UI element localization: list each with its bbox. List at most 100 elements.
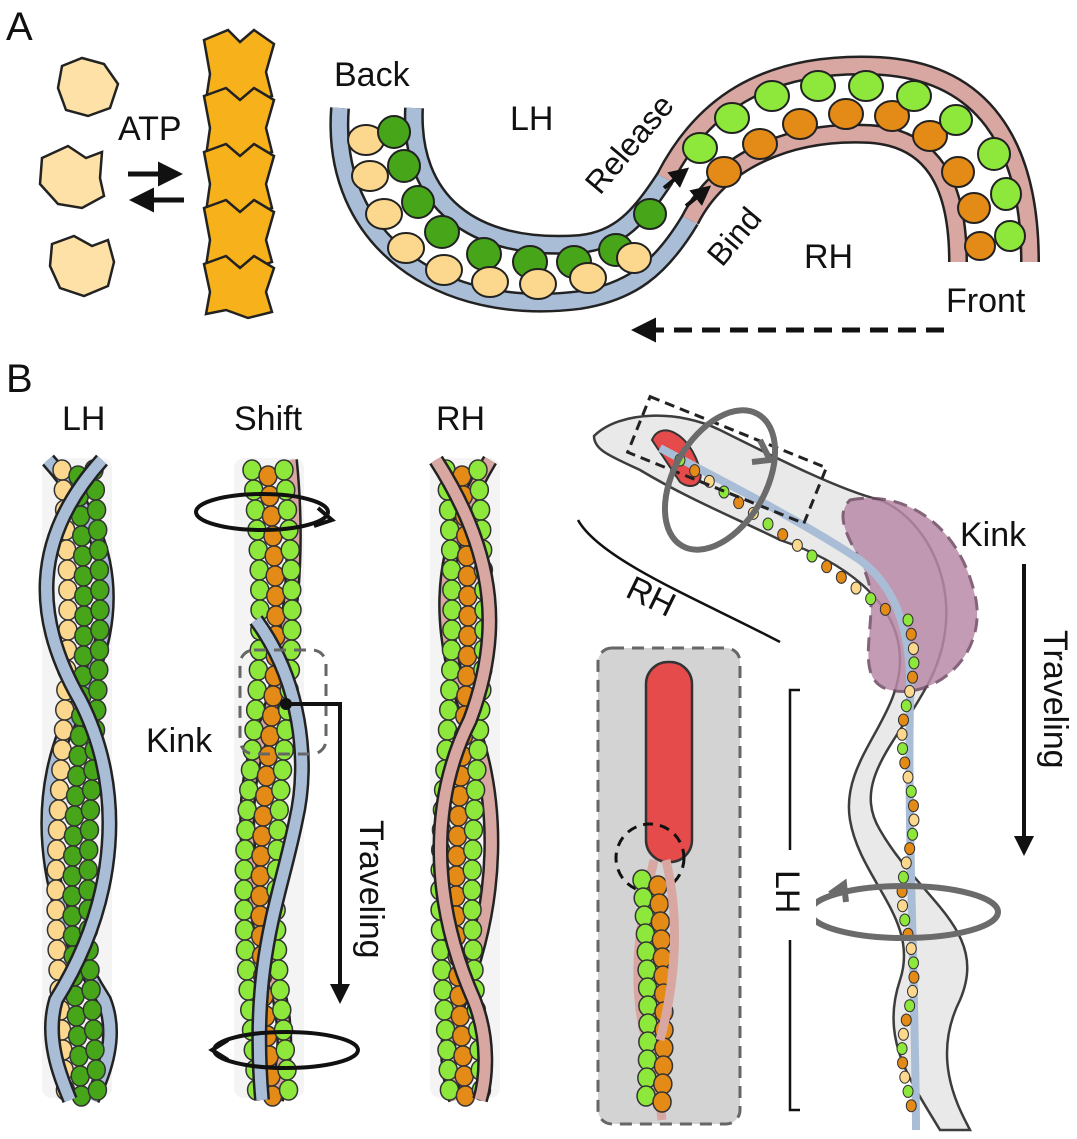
subunit-bead — [91, 580, 109, 600]
subunit-bead — [464, 840, 482, 860]
core-bead — [906, 628, 916, 640]
core-bead — [906, 1100, 916, 1112]
subunit-bead — [87, 1060, 105, 1080]
core-bead — [908, 800, 918, 812]
core-bead — [898, 743, 908, 755]
core-bead — [908, 671, 918, 683]
free-monomers — [40, 58, 118, 296]
core-bead — [901, 1014, 911, 1026]
core-bead — [908, 643, 918, 655]
rh-label-a: RH — [804, 238, 853, 276]
shift-filament — [234, 458, 304, 1106]
subunit-bead — [280, 1080, 298, 1100]
subunit-bead — [81, 800, 99, 820]
subunit-bead — [90, 540, 108, 560]
subunit-bead — [654, 1074, 672, 1094]
subunit-bead — [89, 520, 107, 540]
core-bead — [690, 465, 700, 477]
core-bead — [906, 785, 916, 797]
subunit-bead — [283, 620, 301, 640]
core-bead — [908, 828, 918, 840]
col-rh-label: RH — [436, 400, 485, 438]
core-bead — [719, 486, 729, 498]
subunit-bead — [275, 460, 293, 480]
subunit-bead — [470, 480, 488, 500]
subunit-bead — [85, 1020, 103, 1040]
core-bead — [898, 1028, 908, 1040]
core-bead — [905, 843, 915, 855]
rotation-arrowhead-bottom — [212, 1040, 228, 1060]
core-bead — [704, 475, 714, 487]
core-bead — [822, 561, 832, 573]
subunit-bead — [469, 740, 487, 760]
subunit-bead — [273, 1000, 291, 1020]
core-bead — [763, 518, 773, 530]
core-bead — [903, 1085, 913, 1097]
core-bead — [903, 614, 913, 626]
right-traveling-label: Traveling — [1036, 630, 1074, 769]
right-rh-label: RH — [620, 569, 681, 625]
core-bead — [903, 771, 913, 783]
core-bead — [901, 700, 911, 712]
subunit-bead — [283, 600, 301, 620]
subunit-bead — [463, 880, 481, 900]
subunit-bead — [89, 680, 107, 700]
subunit-bead — [275, 740, 293, 760]
core-bead — [901, 857, 911, 869]
right-kink-label: Kink — [960, 516, 1027, 554]
core-bead — [778, 529, 788, 541]
subunit-bead — [90, 640, 108, 660]
core-bead — [897, 728, 907, 740]
core-bead — [898, 1057, 908, 1069]
subunit-bead — [463, 900, 481, 920]
core-bead — [908, 985, 918, 997]
subunit-bead — [86, 1040, 104, 1060]
core-bead — [909, 657, 919, 669]
subunit-bead — [465, 800, 483, 820]
subunit-bead — [276, 1040, 294, 1060]
subunit-bead — [80, 820, 98, 840]
right-lh-label: LH — [768, 870, 806, 913]
bind-label: Bind — [700, 200, 769, 272]
col-shift-label: Shift — [234, 400, 303, 438]
subunit-bead — [464, 820, 482, 840]
subunit-bead — [283, 580, 301, 600]
subunit-bead — [653, 1092, 671, 1112]
subunit-bead — [271, 980, 289, 1000]
subunit-bead — [467, 780, 485, 800]
subunit-bead — [281, 540, 299, 560]
subunit-bead — [88, 1080, 106, 1100]
subunit-bead — [80, 840, 98, 860]
subunit-bead — [82, 980, 100, 1000]
lh-filament — [42, 458, 112, 1106]
subunit-bead — [270, 800, 288, 820]
core-bead — [909, 971, 919, 983]
subunit-bead — [273, 760, 291, 780]
subunit-bead — [278, 1060, 296, 1080]
subunit-bead — [278, 500, 296, 520]
panel-a-letter: A — [6, 5, 33, 49]
subunit-bead — [83, 1000, 101, 1020]
lh-label-a: LH — [510, 100, 553, 138]
subunit-bead — [464, 940, 482, 960]
subunit-bead — [90, 560, 108, 580]
subunit-bead — [91, 600, 109, 620]
core-bead — [905, 685, 915, 697]
atp-label: ATP — [118, 110, 182, 148]
subunit-bead — [90, 660, 108, 680]
core-bead — [897, 1043, 907, 1055]
subunit-bead — [91, 620, 109, 640]
subunit-bead — [83, 780, 101, 800]
front-label: Front — [946, 282, 1026, 320]
core-bead — [880, 603, 890, 615]
traveling-label: Traveling — [352, 820, 390, 959]
rh-filament — [430, 458, 500, 1106]
subunit-bead — [654, 1056, 672, 1076]
core-bead — [908, 957, 918, 969]
core-bead — [906, 943, 916, 955]
core-bead — [836, 571, 846, 583]
subunit-bead — [652, 930, 670, 950]
core-bead — [851, 582, 861, 594]
monomer-filament — [204, 30, 274, 318]
